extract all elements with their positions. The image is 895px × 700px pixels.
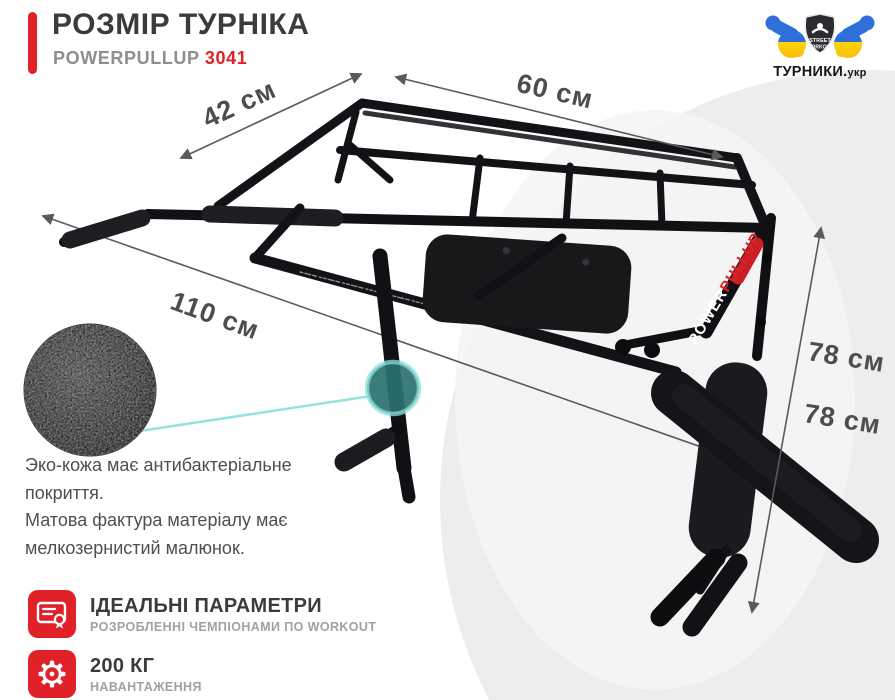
shield-text-workout: WORKOUT	[807, 45, 833, 51]
foam-grip-left-end	[61, 209, 151, 249]
brand-logo: STREET WORKOUT ТУРНИКИ.укр	[752, 6, 888, 86]
knob-bracket	[615, 325, 709, 351]
feature-subtitle: РОЗРОБЛЕННІ ЧЕМПІОНАМИ ПО WORKOUT	[90, 620, 377, 634]
leather-texture-circle	[23, 323, 157, 457]
dimension-arrow-depth	[179, 72, 363, 160]
feature-title: 200 КГ	[90, 655, 155, 677]
left-arm-icon	[765, 15, 806, 58]
product-model: 3041	[204, 48, 248, 68]
shield-text-street: STREET	[809, 38, 831, 44]
product-name: POWERPULLUP 3041	[53, 48, 247, 69]
dimension-label-depth: 42 см	[198, 74, 281, 134]
knob-2	[644, 342, 660, 358]
right-dip-foam-2	[682, 553, 748, 637]
dimension-arrow-width	[394, 73, 724, 161]
bolt-1	[762, 253, 772, 263]
crossbar-2	[562, 162, 574, 228]
crossbar-over-pad	[473, 233, 567, 301]
flex-arms-shield-icon: STREET WORKOUT	[765, 13, 875, 58]
teal-marker-dot	[364, 359, 422, 417]
header-accent-bar	[28, 12, 37, 74]
left-dip-foam	[334, 428, 396, 472]
material-note-line: покриття.	[25, 482, 104, 503]
crossbar-3	[656, 169, 666, 230]
material-note-line: Матова фактура матеріалу має	[25, 510, 288, 530]
dimension-label-width: 60 см	[514, 68, 596, 115]
material-note: Эко-кожа має антибактеріальне покриття. …	[25, 452, 365, 562]
back-pad	[422, 234, 632, 334]
material-note-line: мелкозернистий малюнок.	[25, 537, 245, 558]
foam-grip-left-mid	[201, 205, 344, 227]
dimension-arrows	[179, 72, 826, 614]
dimension-arrow-height	[747, 226, 826, 614]
knob-1	[615, 339, 631, 355]
logo-brand-main: ТУРНИКИ.	[773, 64, 848, 80]
shield-icon: STREET WORKOUT	[804, 13, 836, 54]
left-post-tip	[397, 461, 416, 504]
logo-brand-text: ТУРНИКИ.укр	[752, 64, 888, 80]
certificate-icon	[28, 590, 76, 638]
logo-brand-suffix: укр	[847, 67, 867, 79]
product-brand: POWERPULLUP	[53, 48, 200, 68]
frame-right-side	[732, 153, 771, 232]
right-dip-foam-1	[650, 548, 726, 627]
dimension-label-length: 110 см	[167, 286, 264, 346]
right-arm-icon	[834, 15, 875, 58]
page-title: РОЗМІР ТУРНІКА	[52, 8, 310, 41]
material-note-line: Эко-кожа має антибактеріальне	[25, 455, 292, 475]
lower-rail-left-link	[250, 203, 305, 263]
material-callout	[139, 359, 422, 433]
crossbar-1	[468, 154, 484, 226]
feature-title: ІДЕАЛЬНІ ПАРАМЕТРИ	[90, 595, 322, 617]
gear-icon	[28, 650, 76, 698]
feature-subtitle: НАВАНТАЖЕННЯ	[90, 680, 202, 694]
dimension-arrow-length	[41, 213, 823, 492]
callout-line	[139, 394, 372, 433]
bolt-2	[756, 317, 766, 327]
